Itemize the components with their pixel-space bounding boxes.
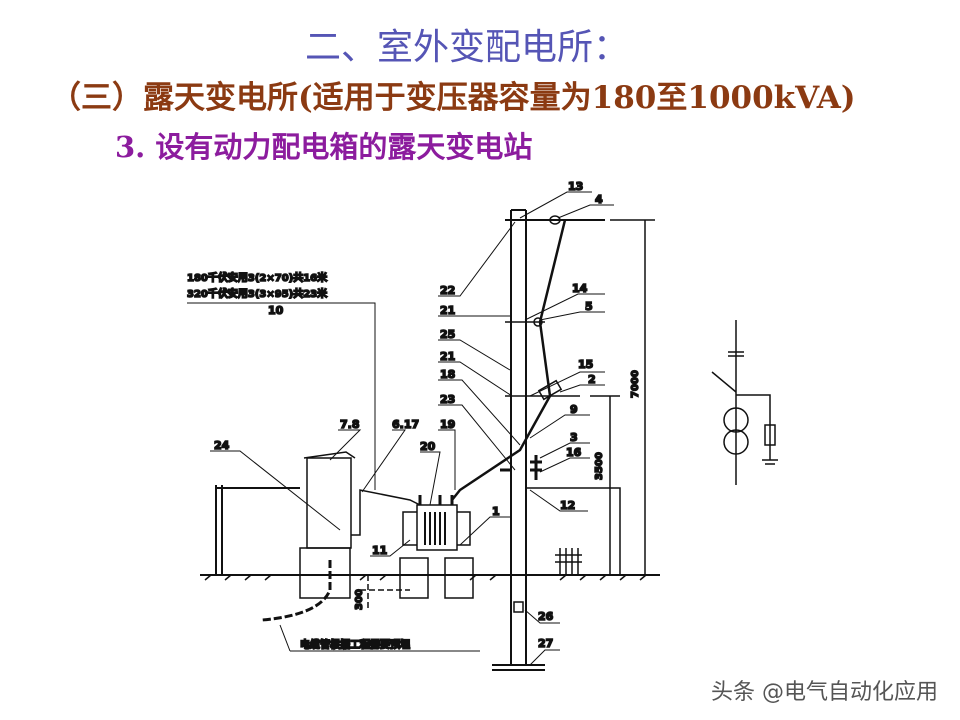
drop-conductor (451, 219, 567, 501)
label-9: 9 (570, 403, 578, 416)
pole-base (492, 664, 545, 671)
label-25: 25 (440, 328, 455, 341)
leader-lines (187, 191, 614, 666)
label-15: 15 (578, 358, 593, 371)
mid-insulator (533, 317, 543, 327)
label-26: 26 (538, 610, 554, 623)
ground-hatch (204, 574, 647, 581)
label-24: 24 (214, 439, 230, 452)
arrester (530, 455, 542, 480)
transformer-tank (416, 504, 458, 551)
label-13: 13 (568, 180, 583, 193)
watermark: 头条 @电气自动化应用 (711, 680, 938, 705)
transformer-pedestal-right (444, 557, 474, 599)
label-21: 21 (440, 304, 455, 317)
label-21-lower: 21 (440, 350, 455, 363)
cable-to-transformer (351, 489, 421, 536)
single-line-schematic (711, 320, 778, 485)
label-19: 19 (440, 418, 455, 431)
transformer-pedestal-left (399, 557, 429, 599)
cable-note-320: 320千伏安用3(3×95)共23米 (187, 287, 328, 300)
label-3: 3 (570, 431, 578, 444)
box-roof (303, 451, 356, 459)
label-6-17: 6.17 (392, 418, 419, 431)
label-5: 5 (585, 300, 593, 313)
label-14: 14 (572, 282, 588, 295)
label-2: 2 (588, 373, 596, 386)
dimension-7000: 7000 (630, 370, 641, 398)
label-16: 16 (566, 446, 582, 459)
label-22: 22 (440, 284, 455, 297)
section-title: 3. 设有动力配电箱的露天变电站 (115, 130, 533, 164)
label-12: 12 (560, 499, 575, 512)
top-insulator (549, 215, 561, 225)
label-7-8: 7.8 (340, 418, 360, 431)
dim-3500-line (590, 395, 620, 575)
dim-7000-line (610, 219, 655, 575)
label-10: 10 (268, 304, 284, 317)
label-20: 20 (420, 440, 436, 453)
fence-mesh (555, 548, 582, 575)
dimension-3500: 3500 (594, 452, 605, 480)
cable-note-180: 180千伏安用3(2×70)共16米 (187, 271, 328, 284)
box-base (299, 547, 351, 599)
conduit-note: 电缆管根据工程需要预埋 (300, 638, 410, 651)
label-1: 1 (492, 505, 500, 518)
distribution-box (306, 457, 352, 549)
buried-conduit (261, 560, 332, 622)
drop-fuse (537, 379, 563, 401)
dim-300-line (360, 575, 410, 610)
label-23: 23 (440, 393, 455, 406)
transformer-fins (424, 512, 446, 545)
label-27: 27 (538, 637, 553, 650)
slide-heading: 二、室外变配电所： (305, 27, 630, 68)
slide-subheading: （三）露天变电所(适用于变压器容量为180至1000kVA) (50, 80, 856, 116)
pole-clamp (513, 601, 524, 613)
fence-left (215, 485, 300, 575)
label-18: 18 (440, 368, 455, 381)
transformer-bushings (418, 495, 454, 505)
label-4: 4 (595, 193, 603, 206)
dimension-300: 300 (354, 589, 365, 610)
transformer-radiators (402, 511, 471, 546)
fence-right (527, 487, 621, 575)
label-11: 11 (372, 544, 387, 557)
